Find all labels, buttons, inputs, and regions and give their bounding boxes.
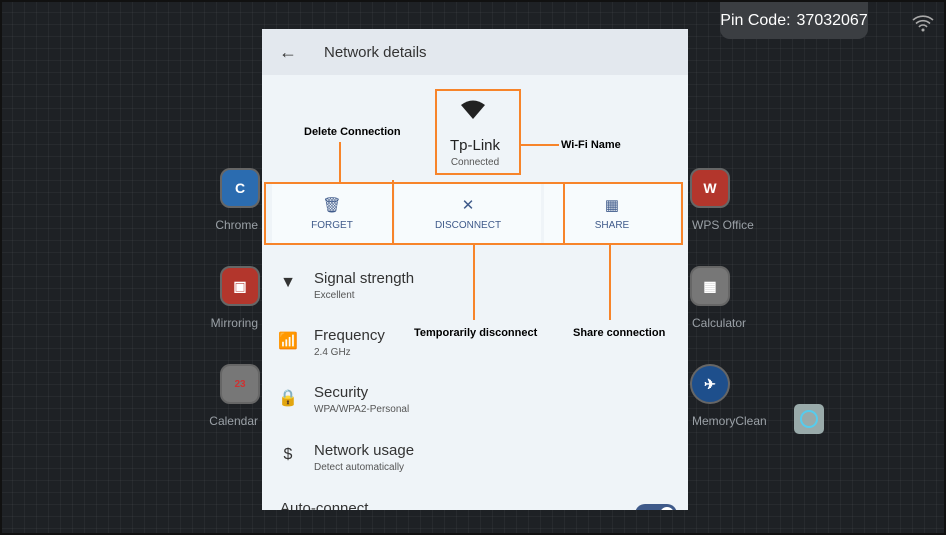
chrome-app-label[interactable]: Chrome xyxy=(215,218,258,232)
antenna-icon: 📶 xyxy=(278,333,298,350)
detail-frequency: 📶 Frequency 2.4 GHz xyxy=(262,327,385,358)
annotation-delete-connection: Delete Connection xyxy=(304,126,401,138)
divider xyxy=(563,182,565,244)
share-button[interactable]: ▦ SHARE xyxy=(544,182,680,244)
divider xyxy=(392,180,394,244)
disconnect-label: DISCONNECT xyxy=(434,219,502,231)
annotation-wifi-name: Wi-Fi Name xyxy=(561,139,621,151)
connector-line xyxy=(339,142,341,182)
detail-value: Detect automatically xyxy=(314,462,405,473)
detail-title: Network usage xyxy=(314,442,415,459)
annotation-share-connection: Share connection xyxy=(573,327,666,339)
forget-label: FORGET xyxy=(311,219,353,231)
memoryclean-app-icon[interactable]: ✈ xyxy=(690,364,730,404)
qr-code-icon: ▦ xyxy=(604,196,620,214)
detail-title: Security xyxy=(314,384,369,401)
dialog-header: ← Network details xyxy=(262,29,688,75)
share-label: SHARE xyxy=(594,219,630,231)
wifi-signal-icon: ▼ xyxy=(280,274,296,291)
wps-office-app-label[interactable]: WPS Office xyxy=(692,218,754,232)
detail-value: Excellent xyxy=(314,290,355,301)
forget-button[interactable]: 🗑 FORGET xyxy=(272,182,392,244)
wifi-signal-icon xyxy=(460,99,486,124)
pin-code-label: Pin Code: xyxy=(720,11,791,29)
assistant-icon xyxy=(800,410,818,428)
network-details-dialog: ← Network details Tp-Link Connected 🗑 FOR… xyxy=(262,29,688,510)
wps-office-app-icon[interactable]: W xyxy=(690,168,730,208)
detail-title: Signal strength xyxy=(314,270,415,287)
connector-line xyxy=(609,245,611,320)
wifi-icon[interactable] xyxy=(912,14,934,37)
lock-icon: 🔒 xyxy=(278,390,298,407)
assistant-button[interactable] xyxy=(794,404,824,434)
wifi-name-highlight xyxy=(435,89,521,175)
network-status: Connected xyxy=(450,157,500,168)
calendar-app-label[interactable]: Calendar xyxy=(209,414,258,428)
calculator-app-icon[interactable]: ▦ xyxy=(690,266,730,306)
pin-code-badge: Pin Code: 37032067 xyxy=(720,2,868,39)
connector-line xyxy=(521,144,559,146)
back-arrow-icon[interactable]: ← xyxy=(279,41,297,62)
pin-code-value: 37032067 xyxy=(796,11,868,29)
auto-connect-label: Auto-connect xyxy=(280,500,369,510)
mirroring-app-icon[interactable]: ▣ xyxy=(220,266,260,306)
auto-connect-toggle[interactable] xyxy=(635,504,677,510)
actions-highlight xyxy=(264,182,683,245)
chrome-app-icon[interactable]: C xyxy=(220,168,260,208)
detail-value: WPA/WPA2-Personal xyxy=(314,404,410,415)
trash-icon: 🗑 xyxy=(322,196,342,214)
memoryclean-app-label[interactable]: MemoryClean xyxy=(692,414,767,428)
mirroring-app-label[interactable]: Mirroring xyxy=(210,316,258,330)
network-name: Tp-Link xyxy=(449,137,501,154)
detail-value: 2.4 GHz xyxy=(314,347,351,358)
calculator-app-label[interactable]: Calculator xyxy=(692,316,747,330)
connector-line xyxy=(473,245,475,320)
page-title: Network details xyxy=(324,43,427,61)
dollar-icon: $ xyxy=(283,446,293,463)
detail-title: Frequency xyxy=(314,327,385,344)
calendar-app-icon[interactable]: 23 xyxy=(220,364,260,404)
annotation-temporarily-disconnect: Temporarily disconnect xyxy=(414,327,538,339)
close-icon: ✕ xyxy=(461,196,475,214)
disconnect-button[interactable]: ✕ DISCONNECT xyxy=(395,182,541,244)
